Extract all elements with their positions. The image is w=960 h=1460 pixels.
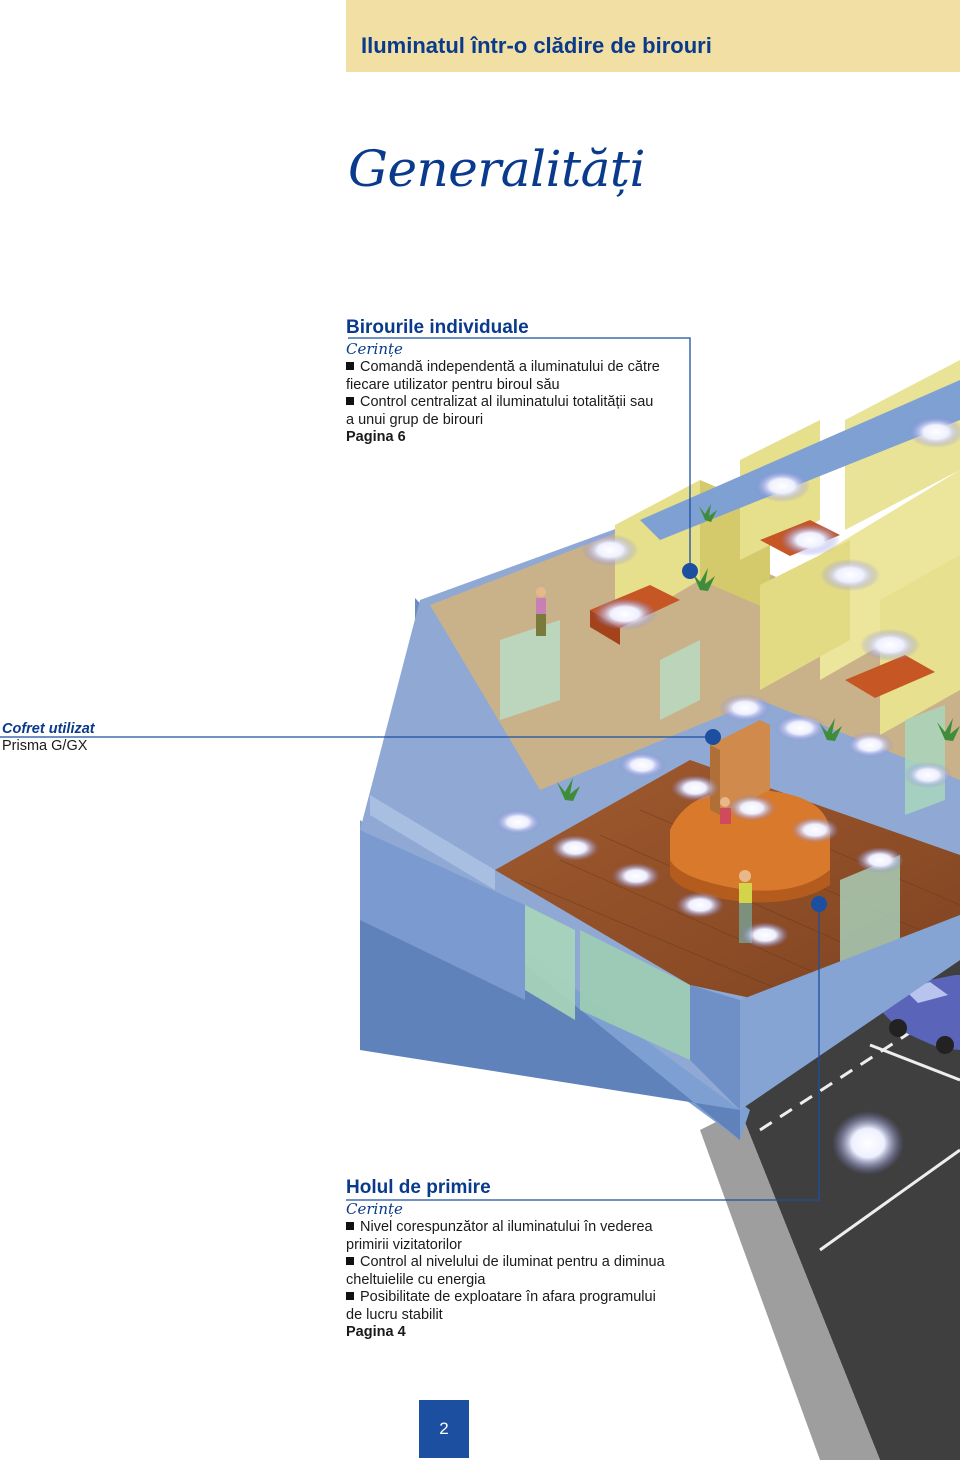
- offices-subheading: Cerințe: [346, 340, 403, 358]
- offices-section: Birourile individuale Cerințe Comandă in…: [346, 317, 660, 447]
- bullet-square-icon: [346, 1292, 354, 1300]
- lobby-page-ref: Pagina 4: [346, 1324, 406, 1340]
- page-title: Generalități: [348, 140, 646, 198]
- list-item: Control al nivelului de iluminat pentru …: [346, 1254, 665, 1288]
- bullet-square-icon: [346, 362, 354, 370]
- bullet-square-icon: [346, 1257, 354, 1265]
- bullet-square-icon: [346, 397, 354, 405]
- lobby-subheading: Cerințe: [346, 1200, 403, 1218]
- list-item: Comandă independentă a iluminatului de c…: [346, 359, 660, 393]
- cofret-value: Prisma G/GX: [2, 738, 88, 754]
- cofret-label: Cofret utilizat: [2, 721, 95, 737]
- lobby-section: Holul de primire Cerințe Nivel corespunz…: [346, 1177, 665, 1342]
- header-band: [346, 0, 960, 72]
- list-item: Posibilitate de exploatare în afara prog…: [346, 1289, 656, 1323]
- offices-heading: Birourile individuale: [346, 317, 529, 338]
- list-item: Nivel corespunzător al iluminatului în v…: [346, 1219, 653, 1253]
- lobby-heading: Holul de primire: [346, 1177, 491, 1198]
- offices-page-ref: Pagina 6: [346, 429, 406, 445]
- header-title: Iluminatul într-o clădire de birouri: [361, 33, 712, 58]
- bullet-square-icon: [346, 1222, 354, 1230]
- cofret-info: Cofret utilizat Prisma G/GX: [2, 721, 95, 755]
- list-item: Control centralizat al iluminatului tota…: [346, 394, 654, 428]
- page-number: 2: [419, 1400, 469, 1458]
